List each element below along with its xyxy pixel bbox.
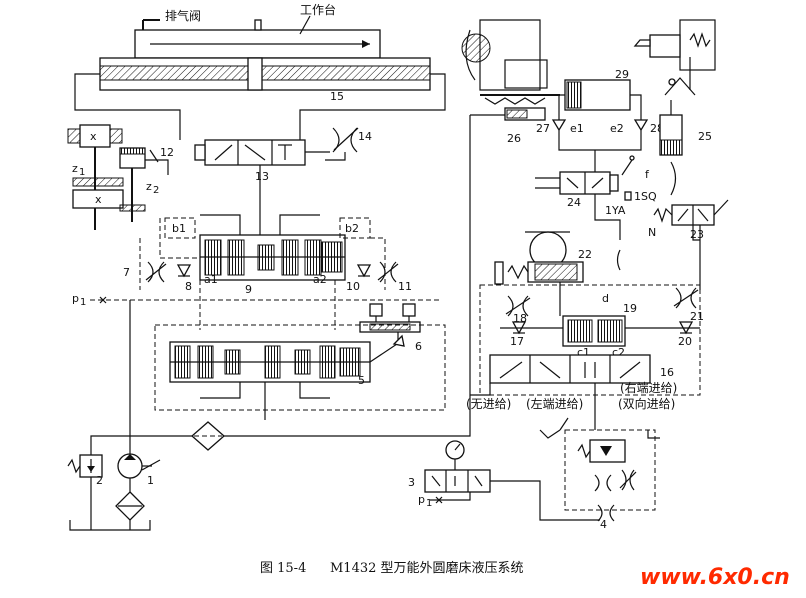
label-7: 7 [123, 266, 130, 279]
check-27 [551, 119, 567, 132]
label-9: 9 [245, 283, 252, 296]
cylinder-25 [659, 100, 683, 156]
label-26: 26 [507, 132, 521, 145]
worktable-assembly [99, 19, 431, 91]
reversing-valve-9 [199, 234, 346, 281]
watermark: www.6x0.cn [640, 565, 790, 590]
label-4: 4 [600, 518, 607, 531]
label-5: 5 [358, 374, 365, 387]
feed-valve-group [479, 284, 701, 396]
handwheel-mechanism: x x [67, 124, 159, 230]
cylinder-29 [564, 79, 631, 111]
label-1sq: 1SQ [634, 190, 657, 203]
label-20: 20 [678, 335, 692, 348]
relief-valve-2 [67, 454, 103, 478]
label-8: 8 [185, 280, 192, 293]
label-x-bot: x [95, 193, 102, 206]
label-19: 19 [623, 302, 637, 315]
label-2: 2 [96, 474, 103, 487]
label-f: f [645, 168, 650, 181]
throttle-check-10-11 [356, 261, 399, 283]
label-1ya: 1YA [605, 204, 626, 217]
label-24: 24 [567, 196, 581, 209]
label-15: 15 [330, 90, 344, 103]
label-a1: a1 [204, 273, 218, 286]
label-23: 23 [690, 228, 704, 241]
label-x-top: x [90, 130, 97, 143]
label-25: 25 [698, 130, 712, 143]
limit-switch-1sq [621, 155, 635, 201]
wheel-feed-22 [494, 231, 584, 285]
valve-4-group [564, 429, 656, 511]
label-mode-none: (无进给) [466, 397, 511, 411]
pilot-valve-5 [169, 341, 401, 383]
label-29: 29 [615, 68, 629, 81]
label-14: 14 [358, 130, 372, 143]
valve-23 [653, 199, 729, 226]
worktable-label: 工作台 [300, 2, 336, 17]
label-n: N [648, 226, 656, 239]
label-p1-left-sub: 1 [80, 297, 86, 308]
label-e2: e2 [610, 122, 624, 135]
label-27: 27 [536, 122, 550, 135]
label-11: 11 [398, 280, 412, 293]
label-p1-left: p [72, 292, 79, 305]
label-d: d [602, 292, 609, 305]
filter [191, 421, 225, 451]
valve-24 [535, 171, 619, 195]
label-1: 1 [147, 474, 154, 487]
label-3: 3 [408, 476, 415, 489]
valve-3 [424, 440, 491, 493]
valve-16 [489, 354, 651, 384]
label-6: 6 [415, 340, 422, 353]
label-18: 18 [513, 312, 527, 325]
label-13: 13 [255, 170, 269, 183]
valve-4 [577, 439, 637, 492]
label-mode-left: (左端进给) [526, 396, 583, 411]
label-12: 12 [160, 146, 174, 159]
throttle-check-7-8 [145, 261, 192, 283]
label-22: 22 [578, 248, 592, 261]
label-e1: e1 [570, 122, 584, 135]
exhaust-valve-label: 排气阀 [165, 8, 201, 23]
label-p1-bot-sub: 1 [426, 498, 432, 509]
label-b2: b2 [345, 222, 359, 235]
tailstock [633, 19, 716, 96]
label-z2-sub: 2 [153, 185, 159, 196]
lever-6 [359, 303, 421, 347]
valve-13 [194, 139, 306, 166]
label-16: 16 [660, 366, 674, 379]
label-a2: a2 [313, 273, 327, 286]
label-p1-bot: p [418, 493, 425, 506]
label-mode-right: (右端进给) [620, 380, 677, 395]
grinding-head [461, 19, 560, 105]
label-21: 21 [690, 310, 704, 323]
label-z1: z [72, 162, 78, 175]
label-17: 17 [510, 335, 524, 348]
label-mode-both: (双向进给) [618, 396, 675, 411]
valve-19 [562, 315, 626, 347]
label-z1-sub: 1 [79, 167, 85, 178]
figure-number: 图 15-4 [260, 561, 306, 576]
tank-left [69, 520, 151, 531]
check-28 [633, 119, 649, 132]
label-b1: b1 [172, 222, 186, 235]
label-10: 10 [346, 280, 360, 293]
figure-title: M1432 型万能外圆磨床液压系统 [330, 561, 524, 576]
label-z2: z [146, 180, 152, 193]
valve-26 [504, 107, 546, 121]
